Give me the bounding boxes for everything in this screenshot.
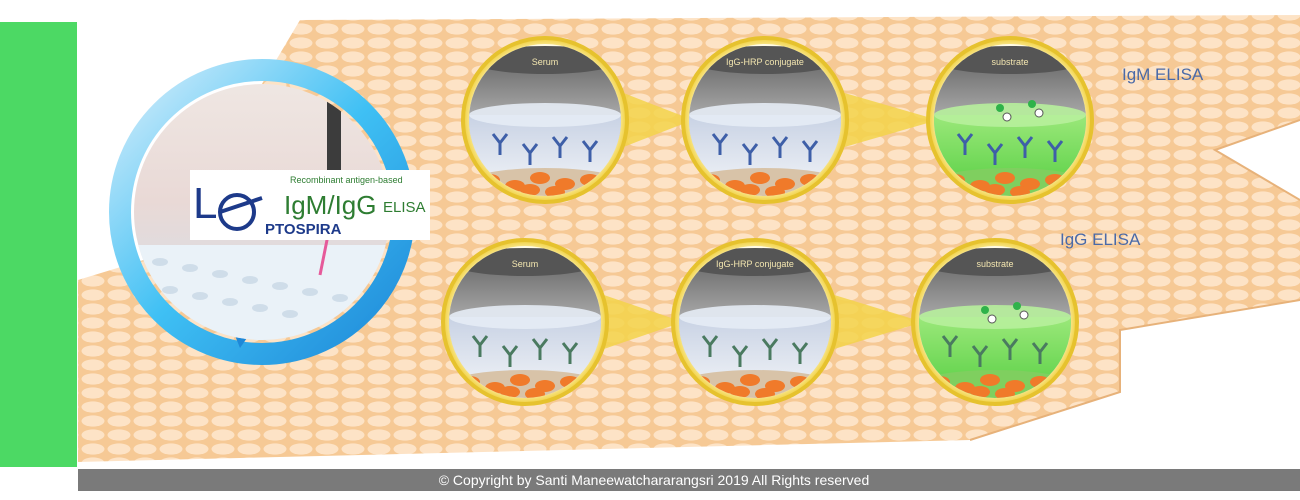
- logo-letter-l: L: [193, 179, 217, 228]
- well-lens-r2-s2: IgG-HRP conjugate: [671, 238, 923, 406]
- logo-title-suffix: ELISA: [383, 199, 426, 216]
- logo-brand: PTOSPIRA: [265, 221, 342, 238]
- row-label-igm: IgM ELISA: [1122, 65, 1204, 84]
- step-arrow-icon: [841, 92, 938, 148]
- leptospira-logo: L Recombinant antigen-based IgM/IgG ELIS…: [190, 170, 430, 240]
- copyright-footer: © Copyright by Santi Maneewatchararangsr…: [78, 469, 1300, 491]
- row-label-igg: IgG ELISA: [1060, 230, 1141, 249]
- logo-title: IgM/IgG: [284, 190, 376, 220]
- copyright-text: © Copyright by Santi Maneewatchararangsr…: [438, 472, 870, 488]
- step-arrow-icon: [601, 294, 683, 350]
- step-label: IgG-HRP conjugate: [716, 259, 794, 269]
- well-lens-r2-s1: Serum: [441, 238, 683, 406]
- step-label: Serum: [512, 259, 539, 269]
- step-label: substrate: [991, 57, 1028, 67]
- side-accent-bar: [0, 22, 77, 467]
- well-lens-r2-s3: substrate: [911, 238, 1079, 406]
- well-lens-r1-s3: substrate: [926, 36, 1094, 204]
- step-label: substrate: [976, 259, 1013, 269]
- logo-subtitle: Recombinant antigen-based: [290, 175, 403, 185]
- step-label: Serum: [532, 57, 559, 67]
- well-lens-r1-s2: IgG-HRP conjugate: [681, 36, 938, 204]
- step-arrow-icon: [831, 294, 923, 350]
- well-lens-r1-s1: Serum: [461, 36, 693, 204]
- step-arrow-icon: [621, 92, 693, 148]
- step-label: IgG-HRP conjugate: [726, 57, 804, 67]
